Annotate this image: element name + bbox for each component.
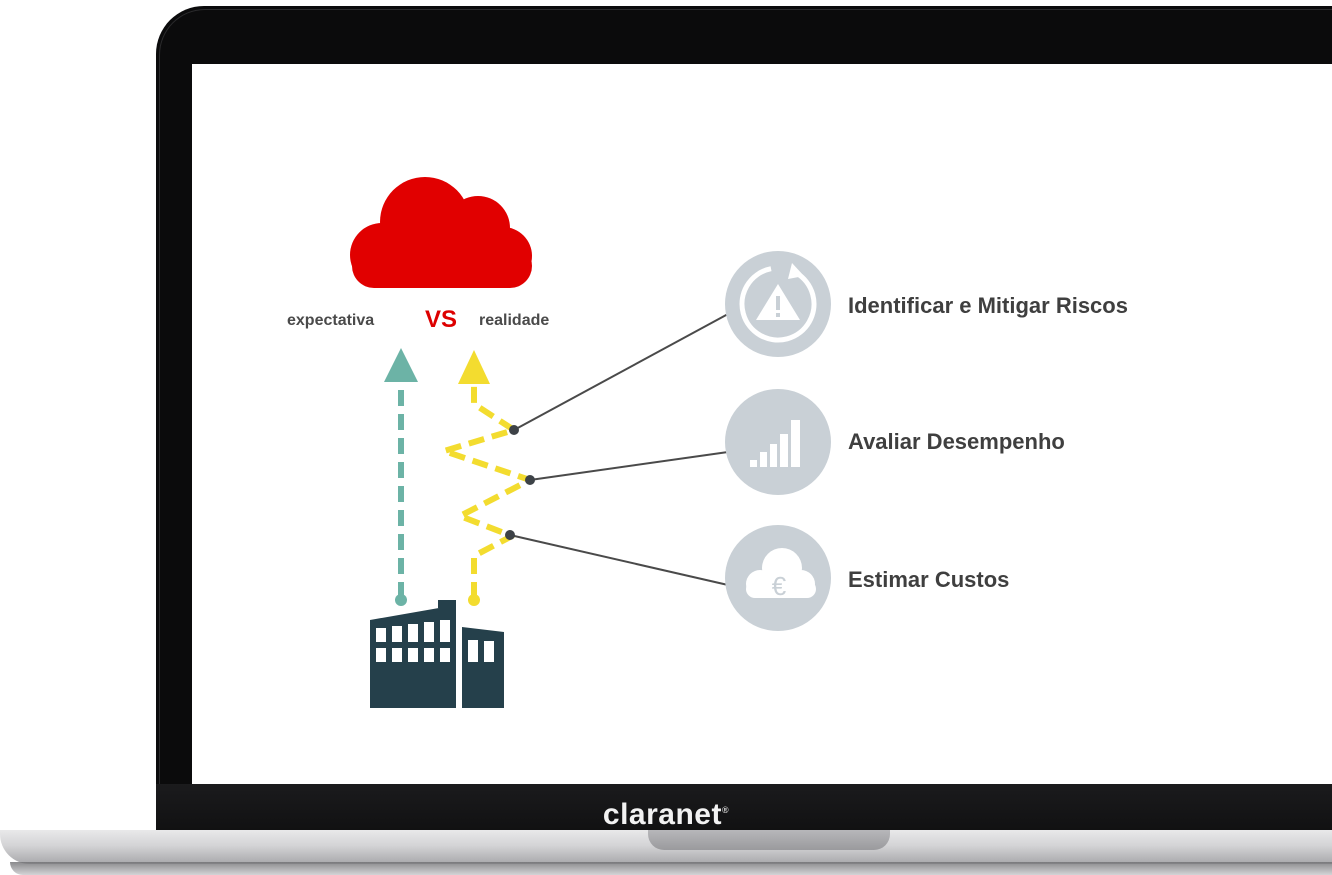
performance-bars-icon <box>725 389 831 495</box>
connector-dots <box>505 425 535 540</box>
performance-label: Avaliar Desempenho <box>848 429 1065 454</box>
cloud-icon <box>350 177 532 288</box>
laptop-chin <box>156 784 1332 830</box>
reality-path <box>441 350 533 606</box>
laptop-base-shadow <box>10 862 1332 875</box>
expectation-label: expectativa <box>287 312 375 329</box>
cloud-euro-icon: € <box>725 525 831 631</box>
expectation-arrow <box>384 348 418 606</box>
brand-name: claranet <box>602 798 722 831</box>
building-icon <box>370 600 504 708</box>
risk-warning-icon <box>725 251 831 357</box>
laptop-notch <box>648 830 890 850</box>
connector-lines <box>509 313 729 586</box>
brand-registered-mark: ® <box>721 805 730 815</box>
versus-label: VS <box>425 306 458 333</box>
reality-label: realidade <box>479 312 550 329</box>
risk-label: Identificar e Mitigar Riscos <box>848 293 1128 318</box>
building-windows <box>376 620 494 662</box>
brand-logo: claranet® <box>0 798 1332 832</box>
cost-label: Estimar Custos <box>848 567 1010 592</box>
svg-text:€: € <box>772 571 787 601</box>
